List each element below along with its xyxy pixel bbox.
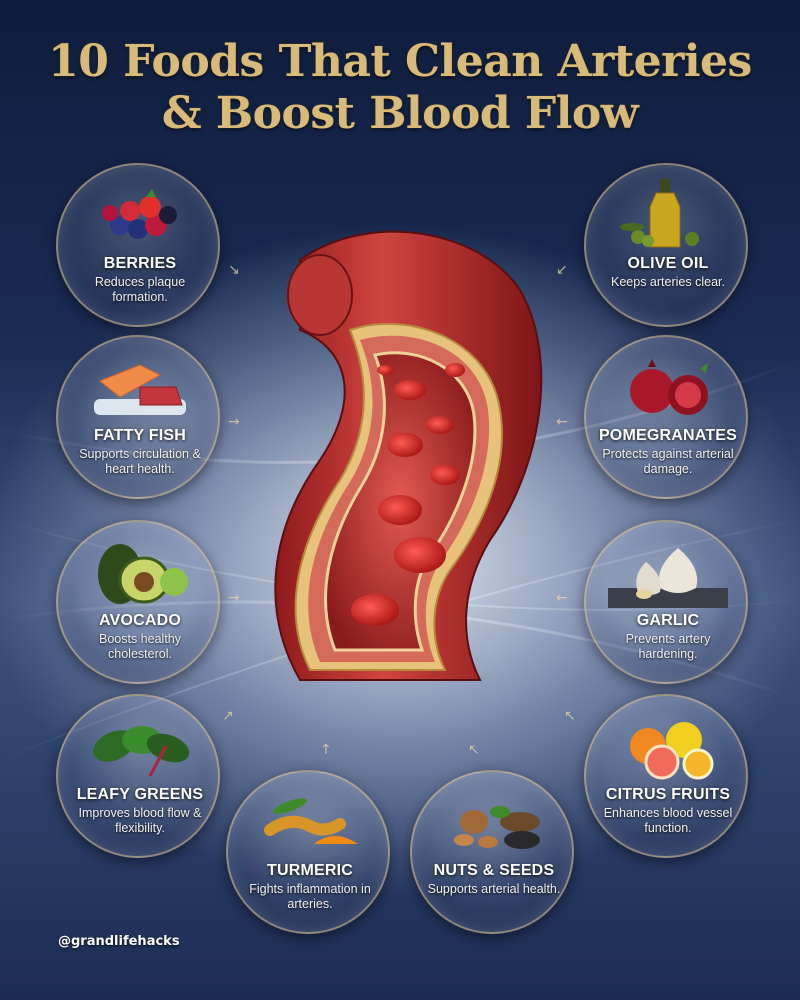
fish-icon [94, 364, 186, 415]
arrow-icon: → [228, 590, 240, 606]
arrow-icon: ← [556, 414, 568, 430]
food-description: Improves blood flow & flexibility. [78, 806, 202, 835]
berries-icon [102, 189, 177, 239]
title-line-1: 10 Foods That Clean Arteries [48, 36, 752, 87]
food-card-pomegranates: POMEGRANATES Protects against arterial d… [584, 335, 748, 499]
food-name: NUTS & SEEDS [433, 862, 555, 879]
food-name: BERRIES [103, 255, 177, 272]
food-name: OLIVE OIL [627, 255, 709, 272]
food-card-avocado: AVOCADO Boosts healthy cholesterol. [56, 520, 220, 684]
leafy-greens-icon [93, 726, 190, 777]
food-name: CITRUS FRUITS [605, 786, 731, 803]
arrow-icon: ↖ [564, 708, 576, 724]
food-description: Enhances blood vessel function. [603, 806, 733, 835]
food-name: LEAFY GREENS [76, 786, 204, 803]
food-card-garlic: GARLIC Prevents artery hardening. [584, 520, 748, 684]
food-card-olive-oil: OLIVE OIL Keeps arteries clear. [584, 163, 748, 327]
food-card-berries: BERRIES Reduces plaque formation. [56, 163, 220, 327]
olive-oil-icon [620, 179, 699, 248]
food-card-citrus-fruits: CITRUS FRUITS Enhances blood vessel func… [584, 694, 748, 858]
food-card-leafy-greens: LEAFY GREENS Improves blood flow & flexi… [56, 694, 220, 858]
food-description: Protects against arterial damage. [602, 447, 734, 476]
arrow-icon: ↑ [320, 742, 332, 758]
food-description: Supports circulation & heart health. [79, 447, 201, 476]
citrus-icon [630, 722, 714, 780]
nuts-seeds-icon [454, 806, 540, 849]
food-description: Reduces plaque formation. [94, 275, 186, 304]
food-description: Supports arterial health. [427, 882, 561, 896]
title-line-2: & Boost Blood Flow [161, 88, 639, 139]
food-description: Fights inflammation in arteries. [249, 882, 371, 911]
food-name: POMEGRANATES [598, 427, 738, 444]
arrow-icon: → [228, 414, 240, 430]
food-card-fatty-fish: FATTY FISH Supports circulation & heart … [56, 335, 220, 499]
food-description: Boosts healthy cholesterol. [99, 632, 181, 661]
arrow-icon: ↗ [222, 708, 234, 724]
food-name: AVOCADO [99, 612, 181, 629]
arrow-icon: ↙ [556, 262, 568, 278]
pomegranate-icon [630, 359, 708, 415]
arrow-icon: ← [556, 590, 568, 606]
food-name: GARLIC [636, 612, 700, 629]
turmeric-icon [264, 798, 358, 844]
food-name: FATTY FISH [93, 427, 187, 444]
artery-illustration [274, 230, 543, 681]
garlic-icon [608, 548, 728, 608]
watermark: @grandlifehacks [58, 934, 180, 949]
arrow-icon: ↘ [228, 262, 240, 278]
food-card-turmeric: TURMERIC Fights inflammation in arteries… [226, 770, 390, 934]
food-description: Keeps arteries clear. [611, 275, 725, 289]
avocado-icon [98, 544, 188, 604]
food-card-nuts-seeds: NUTS & SEEDS Supports arterial health. [410, 770, 574, 934]
food-description: Prevents artery hardening. [625, 632, 711, 661]
arrow-icon: ↖ [468, 742, 480, 758]
page-title: 10 Foods That Clean Arteries & Boost Blo… [0, 36, 800, 140]
food-name: TURMERIC [266, 862, 354, 879]
